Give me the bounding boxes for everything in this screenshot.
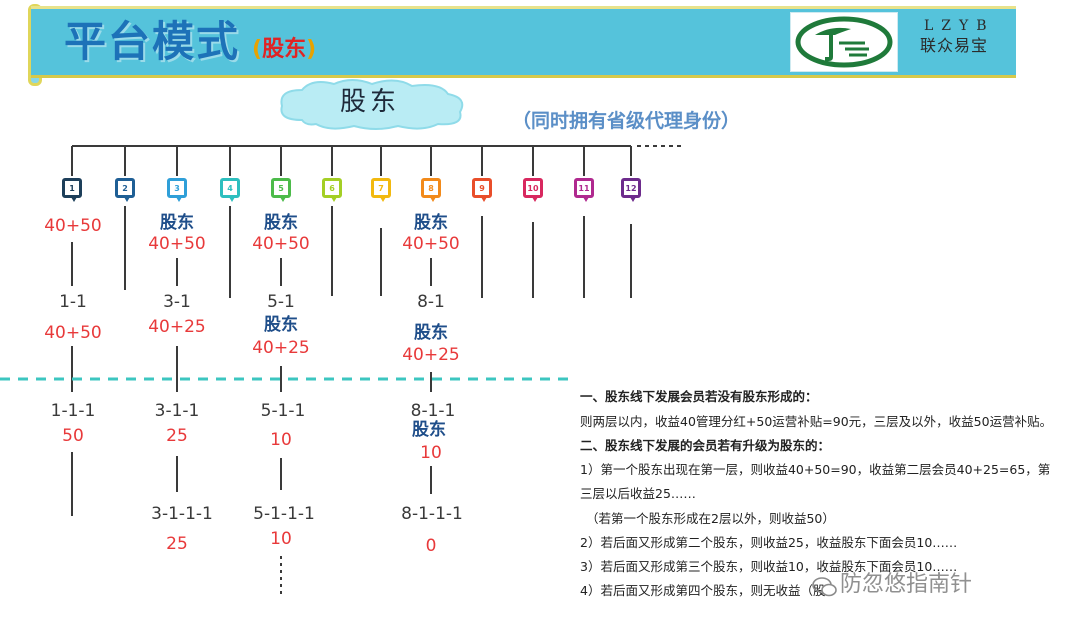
shareholder-tag: 股东: [264, 315, 298, 335]
marker-2: 2: [115, 178, 135, 202]
subtitle-close-paren: ): [306, 37, 317, 62]
subtitle-text: 股东: [262, 37, 307, 62]
brand-code: LZYB: [924, 18, 995, 34]
node-value: 40+25: [148, 317, 206, 337]
shareholder-tag: 股东: [414, 323, 448, 343]
marker-3: 3: [167, 178, 187, 202]
node-value: 40+50: [402, 234, 460, 254]
note-line: 3）若后面又形成第三个股东，则收益10，收益股东下面会员10……: [580, 559, 958, 574]
node-value: 25: [166, 534, 188, 554]
node-value: 40+50: [148, 234, 206, 254]
node-code: 3-1: [163, 292, 191, 312]
marker-9: 9: [472, 178, 492, 202]
shareholder-tag: 股东: [412, 420, 446, 440]
brand-name: 联众易宝: [920, 36, 989, 55]
note-line: 则两层以内，收益40管理分红+50运营补贴=90元，三层及以外，收益50运营补贴…: [580, 414, 1053, 429]
wechat-icon: [812, 577, 837, 597]
tree-logo-icon: [795, 16, 893, 68]
node-code: 3-1-1: [154, 401, 200, 421]
note-line: 2）若后面又形成第二个股东，则收益25，收益股东下面会员10……: [580, 535, 958, 550]
brand-logo: [790, 12, 898, 72]
top-node-label: 股东: [339, 87, 400, 117]
node-value: 40+50: [252, 234, 310, 254]
node-code: 8-1: [417, 292, 445, 312]
node-value: 40+25: [252, 338, 310, 358]
note-line: 1）第一个股东出现在第一层，则收益40+50=90，收益第二层会员40+25=6…: [580, 462, 1051, 477]
marker-10: 10: [523, 178, 543, 202]
node-value: 25: [166, 426, 188, 446]
marker-5: 5: [271, 178, 291, 202]
side-note: （同时拥有省级代理身份）: [512, 110, 741, 132]
cloud-shape: [280, 79, 464, 130]
marker-11: 11: [574, 178, 594, 202]
node-code: 8-1-1: [410, 401, 456, 421]
marker-7: 7: [371, 178, 391, 202]
note-line: 4）若后面又形成第四个股东，则无收益（股: [580, 583, 826, 598]
note-line: 三层以后收益25……: [580, 486, 696, 501]
note-line: （若第一个股东形成在2层以外，则收益50）: [586, 511, 835, 526]
node-value: 40+50: [44, 323, 102, 343]
node-code: 5-1-1-1: [253, 504, 315, 524]
note-heading-1: 一、股东线下发展会员若没有股东形成的：: [580, 389, 818, 404]
node-code: 1-1: [59, 292, 87, 312]
subtitle-open-paren: (: [252, 37, 263, 62]
marker-8: 8: [421, 178, 441, 202]
marker-6: 6: [322, 178, 342, 202]
node-code: 1-1-1: [50, 401, 96, 421]
node-code: 5-1-1: [260, 401, 306, 421]
marker-4: 4: [220, 178, 240, 202]
marker-12: 12: [621, 178, 641, 202]
page-subtitle: (股东): [252, 39, 316, 61]
marker-1: 1: [62, 178, 82, 202]
node-code: 3-1-1-1: [151, 504, 213, 524]
shareholder-tag: 股东: [264, 213, 298, 233]
node-value: 10: [420, 443, 442, 463]
page-title: 平台模式: [64, 17, 241, 66]
node-value: 40+50: [44, 216, 102, 236]
note-heading-2: 二、股东线下发展的会员若有升级为股东的：: [580, 438, 831, 453]
node-value: 50: [62, 426, 84, 446]
shareholder-tag: 股东: [414, 213, 448, 233]
node-value: 0: [425, 536, 437, 556]
node-value: 40+25: [402, 345, 460, 365]
watermark: 防忽悠指南针: [840, 572, 973, 597]
shareholder-tag: 股东: [160, 213, 194, 233]
node-value: 10: [270, 529, 292, 549]
node-value: 10: [270, 430, 292, 450]
node-code: 8-1-1-1: [401, 504, 463, 524]
node-code: 5-1: [267, 292, 295, 312]
